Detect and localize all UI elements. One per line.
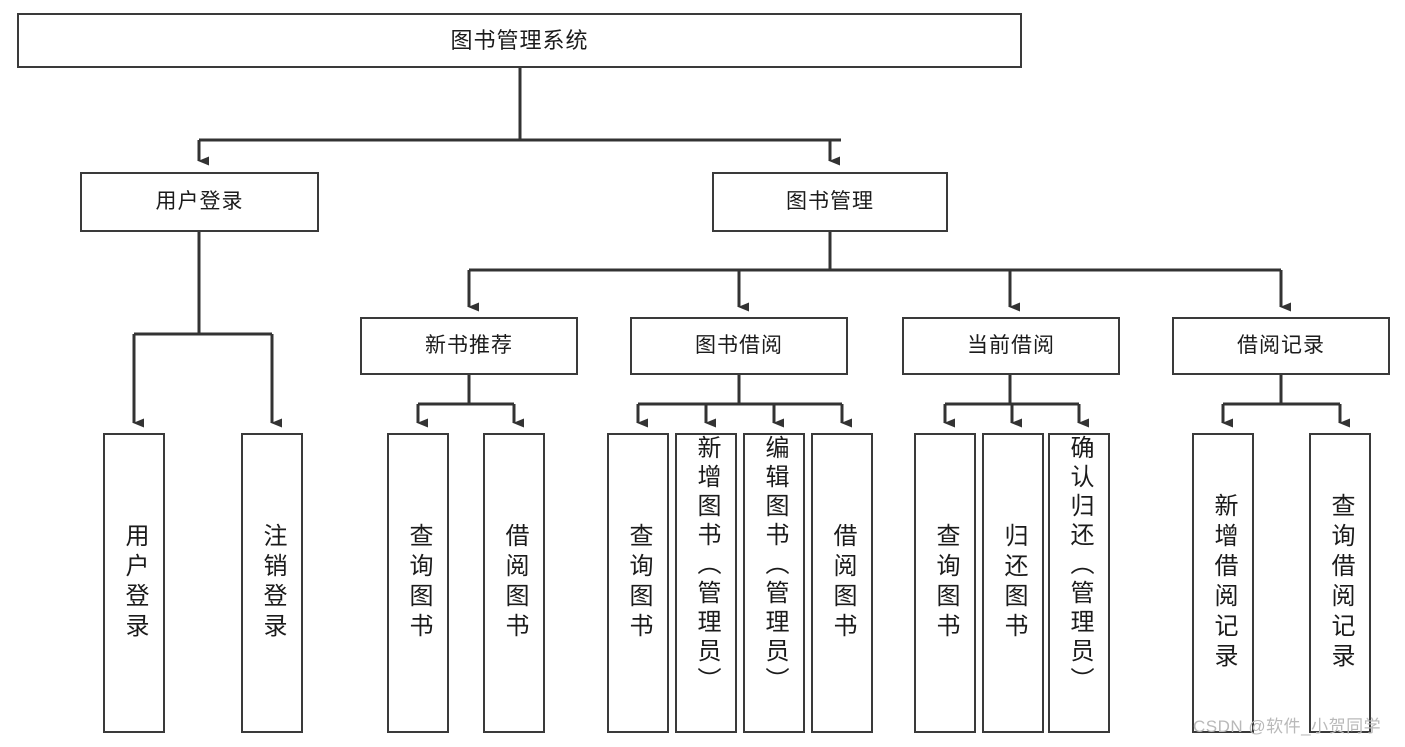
leaf-query-borrow-record[interactable]: 查询借阅记录: [1309, 433, 1371, 733]
leaf-user-logout[interactable]: 注销登录: [241, 433, 303, 733]
node-new-book-recommend[interactable]: 新书推荐: [360, 317, 578, 375]
leaf-query-book-current[interactable]: 查询图书: [914, 433, 976, 733]
watermark: CSDN @软件_小贺同学: [1193, 717, 1382, 736]
leaf-edit-book-admin[interactable]: 编辑图书（管理员）: [743, 433, 805, 733]
node-label: 图书借阅: [695, 333, 783, 357]
node-label: 用户登录: [121, 523, 148, 643]
node-label: 查询图书: [932, 523, 959, 643]
node-label: 借阅图书: [829, 523, 856, 643]
node-book-borrow[interactable]: 图书借阅: [630, 317, 848, 375]
leaf-return-book[interactable]: 归还图书: [982, 433, 1044, 733]
node-label: 新增图书（管理员）: [693, 435, 720, 696]
node-label: 编辑图书（管理员）: [761, 435, 788, 696]
leaf-borrow-book[interactable]: 借阅图书: [811, 433, 873, 733]
node-label: 图书管理: [786, 189, 874, 213]
leaf-user-login[interactable]: 用户登录: [103, 433, 165, 733]
node-book-management[interactable]: 图书管理: [712, 172, 948, 232]
node-label: 新增借阅记录: [1210, 493, 1237, 673]
node-label: 图书管理系统: [450, 27, 589, 53]
leaf-query-book-recommend[interactable]: 查询图书: [387, 433, 449, 733]
node-label: 当前借阅: [967, 333, 1055, 357]
node-label: 注销登录: [259, 523, 286, 643]
node-label: 用户登录: [155, 189, 244, 213]
node-label: 借阅记录: [1237, 333, 1325, 357]
leaf-confirm-return-admin[interactable]: 确认归还（管理员）: [1048, 433, 1110, 733]
node-label: 查询图书: [625, 523, 652, 643]
node-label: 新书推荐: [425, 333, 513, 357]
node-label: 归还图书: [1000, 523, 1027, 643]
leaf-query-book-borrow[interactable]: 查询图书: [607, 433, 669, 733]
node-label: 查询图书: [405, 523, 432, 643]
node-label: 借阅图书: [501, 523, 528, 643]
node-current-borrow[interactable]: 当前借阅: [902, 317, 1120, 375]
leaf-borrow-book-recommend[interactable]: 借阅图书: [483, 433, 545, 733]
node-label: 确认归还（管理员）: [1066, 435, 1093, 696]
node-root-system[interactable]: 图书管理系统: [17, 13, 1022, 68]
leaf-add-borrow-record[interactable]: 新增借阅记录: [1192, 433, 1254, 733]
node-label: 查询借阅记录: [1327, 493, 1354, 673]
leaf-add-book-admin[interactable]: 新增图书（管理员）: [675, 433, 737, 733]
node-user-login[interactable]: 用户登录: [80, 172, 319, 232]
node-borrow-record[interactable]: 借阅记录: [1172, 317, 1390, 375]
